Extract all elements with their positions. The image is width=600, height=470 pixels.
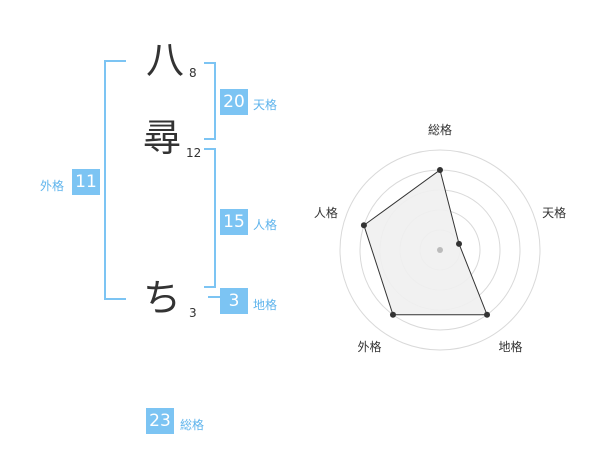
- tenkaku-value: 20: [220, 89, 248, 115]
- radar-axis-label: 外格: [357, 339, 381, 354]
- jinkaku-label: 人格: [253, 218, 278, 232]
- radar-series-area: [363, 169, 488, 316]
- radar-center-dot: [437, 247, 443, 253]
- name-char-2: 尋: [143, 116, 182, 160]
- radar-point: [389, 311, 396, 318]
- soukaku-value: 23: [146, 408, 174, 434]
- radar-axis-label: 天格: [542, 205, 566, 220]
- jinkaku-bracket: [204, 148, 216, 288]
- soukaku-label: 総格: [180, 418, 205, 432]
- gaikaku-value: 11: [72, 169, 100, 195]
- gaikaku-label: 外格: [40, 179, 65, 193]
- radar-point: [360, 222, 367, 229]
- stroke-count-1: 8: [189, 66, 197, 80]
- radar-point: [456, 240, 463, 247]
- radar-axis-label: 地格: [499, 339, 523, 354]
- tenkaku-bracket: [204, 62, 216, 140]
- name-char-1: 八: [146, 38, 185, 82]
- chikaku-value: 3: [220, 288, 248, 314]
- chikaku-connector: [208, 296, 222, 298]
- radar-axis-label: 人格: [314, 205, 338, 220]
- chikaku-label: 地格: [253, 298, 278, 312]
- name-char-3: ち: [143, 276, 182, 320]
- radar-point: [437, 167, 443, 173]
- outer-bracket: [104, 60, 126, 300]
- jinkaku-value: 15: [220, 209, 248, 235]
- radar-axis-label: 総格: [428, 122, 452, 137]
- stroke-count-3: 3: [189, 306, 197, 320]
- radar-point: [484, 311, 491, 318]
- tenkaku-label: 天格: [253, 98, 278, 112]
- stroke-count-2: 12: [186, 146, 202, 160]
